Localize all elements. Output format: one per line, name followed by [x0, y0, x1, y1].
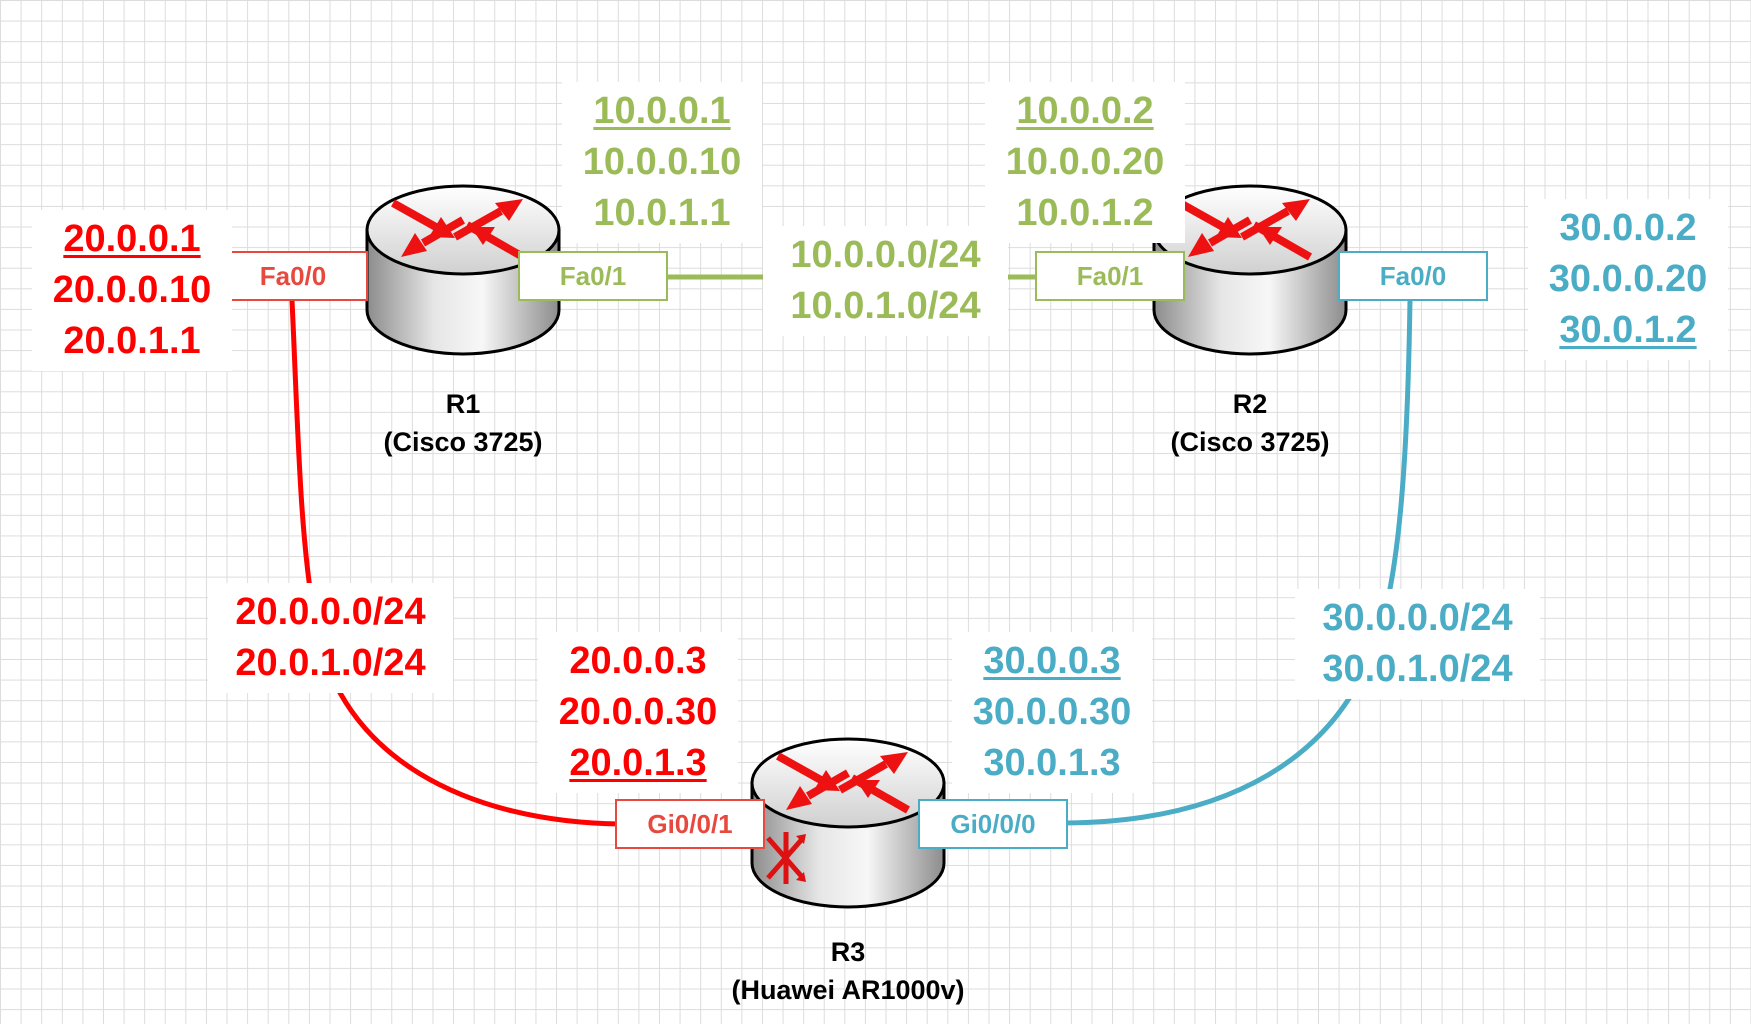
subnet: 30.0.0.0/24: [1322, 597, 1513, 639]
ip-address: 10.0.1.2: [1016, 192, 1154, 234]
ip-address: 30.0.1.2: [1559, 309, 1697, 351]
r2-fa0-1-addresses: 10.0.0.2 10.0.0.20 10.0.1.2: [985, 82, 1185, 243]
interface-r3-gi0-0-1[interactable]: Gi0/0/1: [615, 799, 765, 849]
router-r2[interactable]: [1150, 175, 1350, 375]
interface-r1-fa0-1[interactable]: Fa0/1: [518, 251, 668, 301]
ip-address: 20.0.0.1: [63, 218, 201, 260]
router-r3[interactable]: [748, 728, 948, 928]
ip-address: 20.0.0.30: [558, 691, 718, 733]
subnet: 30.0.1.0/24: [1322, 648, 1513, 690]
subnet: 10.0.1.0/24: [790, 285, 981, 327]
ip-address: 10.0.1.1: [593, 192, 731, 234]
router-name: R3: [830, 937, 866, 967]
subnet: 10.0.0.0/24: [790, 234, 981, 276]
interface-r2-fa0-0[interactable]: Fa0/0: [1338, 251, 1488, 301]
ip-address: 20.0.1.1: [63, 320, 201, 362]
router-r3-caption: R3 (Huawei AR1000v): [688, 933, 1008, 1009]
ip-address: 20.0.0.3: [569, 640, 707, 682]
router-r1-caption: R1 (Cisco 3725): [363, 385, 563, 461]
r3-gi0-0-1-addresses: 20.0.0.3 20.0.0.30 20.0.1.3: [538, 632, 738, 793]
interface-r1-fa0-0[interactable]: Fa0/0: [218, 251, 368, 301]
ip-address: 10.0.0.20: [1005, 141, 1165, 183]
ip-address: 30.0.0.20: [1548, 258, 1708, 300]
router-r1[interactable]: [363, 175, 563, 375]
ip-address: 10.0.0.2: [1016, 90, 1154, 132]
router-model: (Cisco 3725): [1170, 427, 1330, 457]
router-r2-caption: R2 (Cisco 3725): [1150, 385, 1350, 461]
router-icon: [750, 737, 946, 909]
network-r2-r3: 30.0.0.0/24 30.0.1.0/24: [1295, 589, 1540, 699]
r2-fa0-0-addresses: 30.0.0.2 30.0.0.20 30.0.1.2: [1528, 199, 1728, 360]
ip-address: 10.0.0.10: [582, 141, 742, 183]
router-model: (Cisco 3725): [383, 427, 543, 457]
network-r1-r2: 10.0.0.0/24 10.0.1.0/24: [763, 226, 1008, 336]
ip-address: 30.0.0.2: [1559, 207, 1697, 249]
interface-r3-gi0-0-0[interactable]: Gi0/0/0: [918, 799, 1068, 849]
r3-gi0-0-0-addresses: 30.0.0.3 30.0.0.30 30.0.1.3: [952, 632, 1152, 793]
ip-address: 30.0.0.3: [983, 640, 1121, 682]
ip-address: 20.0.1.3: [569, 742, 707, 784]
network-r1-r3: 20.0.0.0/24 20.0.1.0/24: [208, 583, 453, 693]
router-icon: [365, 184, 561, 356]
r1-fa0-0-addresses: 20.0.0.1 20.0.0.10 20.0.1.1: [32, 210, 232, 371]
ip-address: 10.0.0.1: [593, 90, 731, 132]
interface-r2-fa0-1[interactable]: Fa0/1: [1035, 251, 1185, 301]
router-name: R2: [1232, 389, 1268, 419]
subnet: 20.0.1.0/24: [235, 642, 426, 684]
ip-address: 30.0.1.3: [983, 742, 1121, 784]
r1-fa0-1-addresses: 10.0.0.1 10.0.0.10 10.0.1.1: [562, 82, 762, 243]
ip-address: 20.0.0.10: [52, 269, 212, 311]
router-name: R1: [445, 389, 481, 419]
subnet: 20.0.0.0/24: [235, 591, 426, 633]
huawei-emblem-icon: [766, 832, 806, 884]
router-model: (Huawei AR1000v): [731, 975, 965, 1005]
ip-address: 30.0.0.30: [972, 691, 1132, 733]
router-icon: [1152, 184, 1348, 356]
